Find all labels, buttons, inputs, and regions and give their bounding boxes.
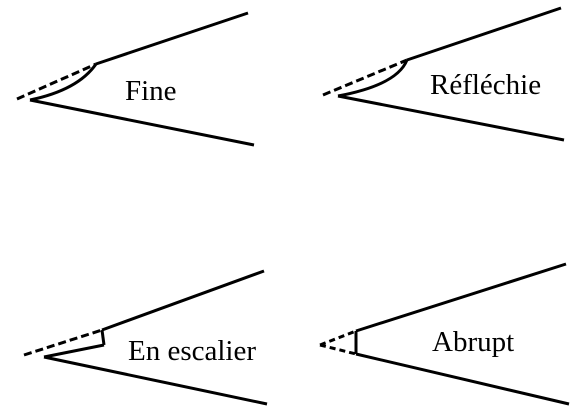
panel-abrupt: Abrupt bbox=[319, 262, 570, 406]
upper-flank-line bbox=[406, 6, 562, 62]
curved-front-line bbox=[337, 59, 409, 98]
panel-reflechie: Réfléchie bbox=[322, 6, 565, 142]
lower-flank-line bbox=[337, 94, 565, 142]
panel-label: Abrupt bbox=[432, 326, 514, 358]
lower-flank-line bbox=[29, 98, 255, 147]
dashed-extension-line bbox=[23, 328, 103, 357]
lower-flank-line bbox=[355, 352, 570, 406]
lower-flank-line bbox=[43, 355, 268, 406]
panel-label: En escalier bbox=[128, 335, 256, 367]
dashed-extension-line bbox=[319, 329, 357, 347]
curved-front-line bbox=[29, 63, 98, 102]
panel-escalier: En escalier bbox=[23, 269, 268, 406]
panel-label: Réfléchie bbox=[430, 69, 541, 101]
dashed-extension-line bbox=[319, 343, 357, 356]
step-riser-line bbox=[100, 329, 106, 346]
upper-flank-line bbox=[101, 269, 265, 332]
step-edge-line bbox=[43, 343, 105, 359]
upper-flank-line bbox=[355, 262, 567, 333]
upper-flank-line bbox=[95, 11, 249, 66]
panel-label: Fine bbox=[125, 75, 177, 107]
panel-fine: Fine bbox=[16, 11, 255, 147]
dashed-extension-line bbox=[16, 62, 97, 101]
dashed-extension-line bbox=[322, 58, 408, 97]
